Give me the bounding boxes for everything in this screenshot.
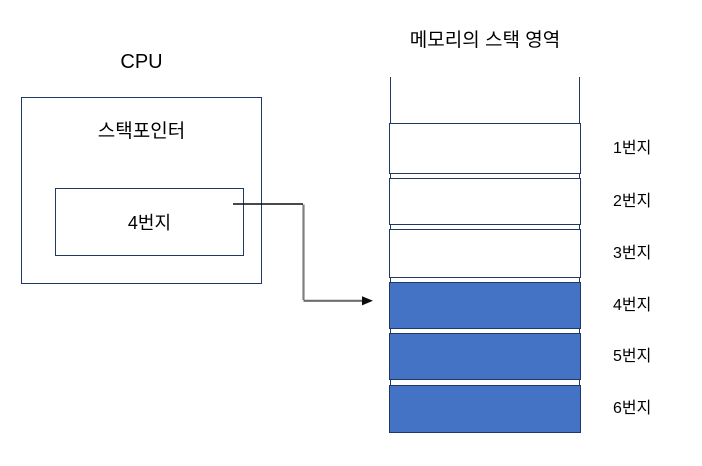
- memory-row-label: 2번지: [613, 192, 652, 210]
- stack-pointer-value: 4번지: [127, 213, 172, 233]
- arrow-head: [362, 296, 373, 306]
- memory-row: [389, 385, 581, 433]
- memory-row: [389, 229, 581, 278]
- memory-row-label: 3번지: [613, 244, 652, 262]
- memory-row-label: 6번지: [613, 400, 652, 417]
- memory-row: [389, 333, 581, 380]
- stack-pointer-label: 스택포인터: [97, 121, 186, 142]
- stack-pointer-value-box: 4번지: [55, 188, 244, 256]
- memory-row: [389, 123, 581, 174]
- memory-title: 메모리의 스택 영역: [409, 30, 561, 51]
- memory-row: [389, 178, 581, 225]
- memory-row-label: 5번지: [613, 347, 652, 365]
- memory-row-label: 4번지: [613, 296, 652, 314]
- cpu-title: CPU: [120, 51, 163, 73]
- cpu-box: 스택포인터 4번지: [21, 97, 262, 284]
- memory-row-label: 1번지: [613, 139, 652, 157]
- memory-column: [389, 77, 581, 433]
- memory-row: [389, 282, 581, 329]
